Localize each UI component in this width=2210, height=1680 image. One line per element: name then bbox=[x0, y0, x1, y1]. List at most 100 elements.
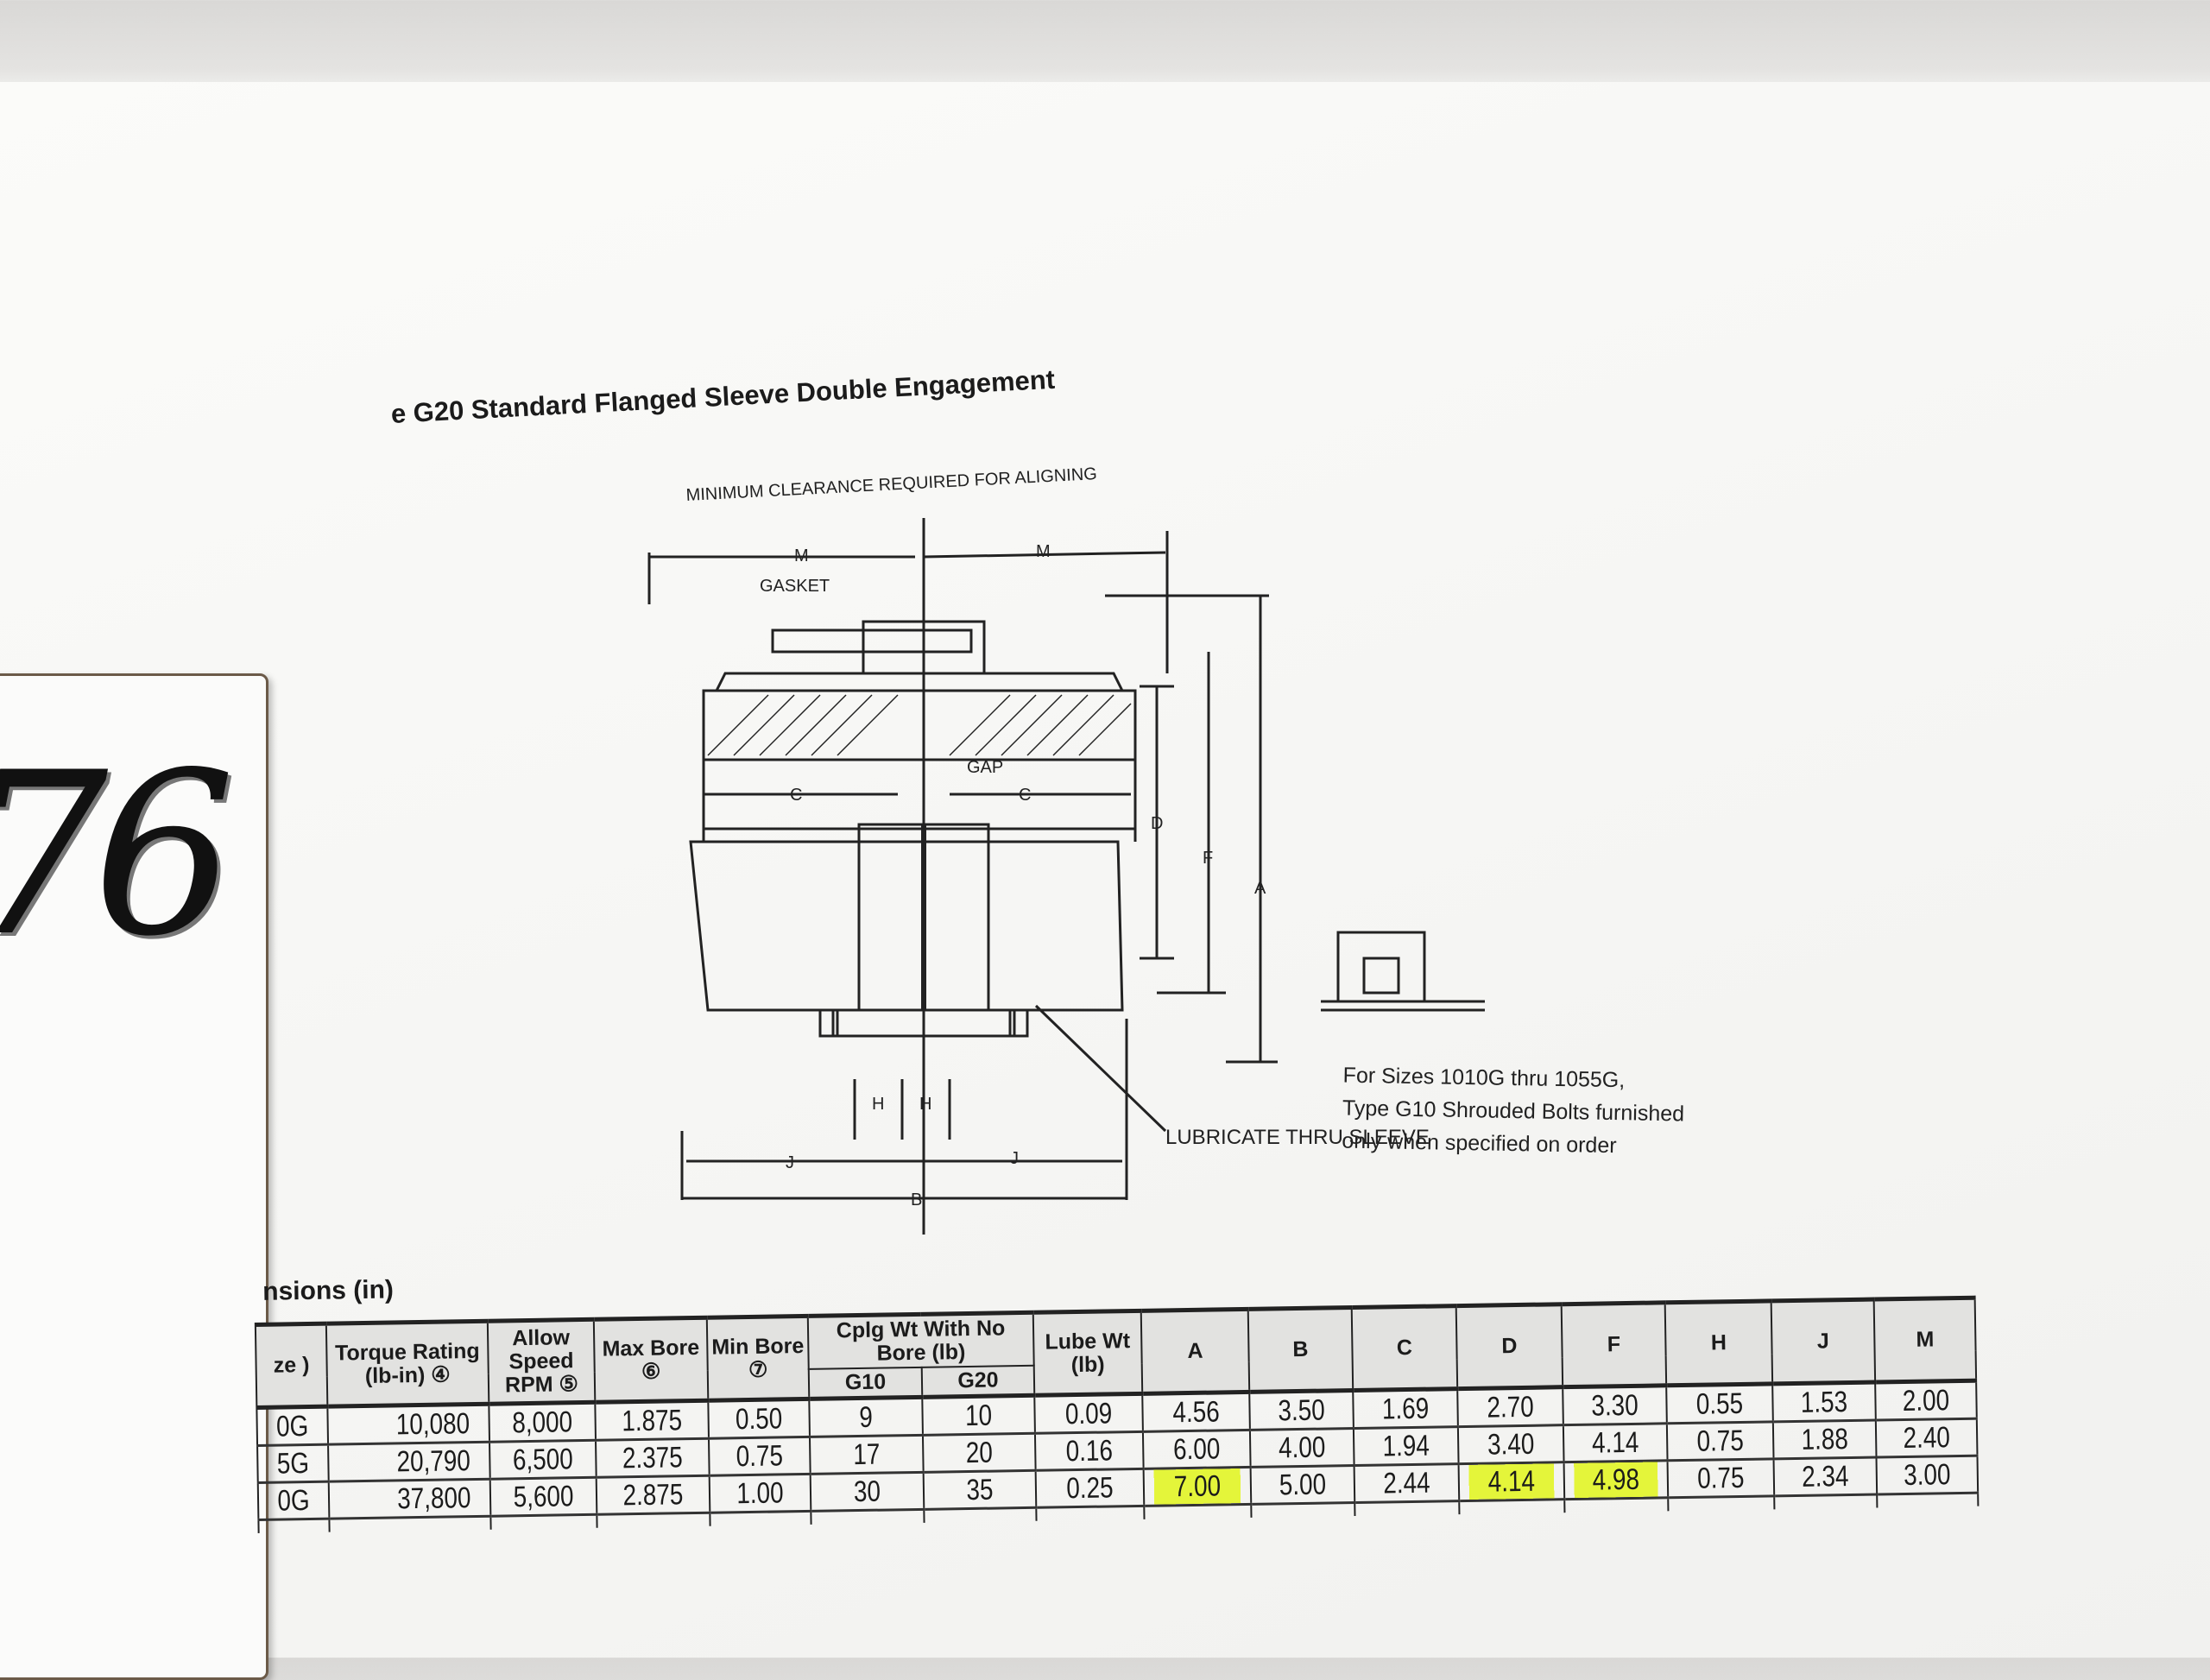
table-cell: 5,600 bbox=[499, 1477, 588, 1517]
coupling-diagram: MINIMUM CLEARANCE REQUIRED FOR ALIGNING … bbox=[647, 464, 1485, 1235]
table-cell: 0.09 bbox=[1044, 1393, 1133, 1434]
table-cell: 1.88 bbox=[1782, 1420, 1867, 1459]
table-cell: 2.44 bbox=[1363, 1463, 1450, 1503]
dim-d: D bbox=[1151, 814, 1163, 833]
table-cell: 20 bbox=[932, 1433, 1026, 1473]
table-cell: 6.00 bbox=[1152, 1430, 1241, 1469]
header-min-bore: Min Bore ⑦ bbox=[706, 1316, 810, 1401]
dim-h-left: H bbox=[872, 1095, 884, 1114]
table-cell bbox=[1045, 1506, 1135, 1521]
dim-a: A bbox=[1254, 879, 1266, 898]
table-cell bbox=[264, 1519, 324, 1533]
dimensions-table-section: nsions (in) ze ) Torque Rating (lb-in) ④… bbox=[254, 1249, 2053, 1533]
header-m: M bbox=[1873, 1298, 1977, 1383]
table-cell: 1.69 bbox=[1362, 1388, 1449, 1429]
table-cell bbox=[1468, 1499, 1556, 1514]
table-cell: 2.34 bbox=[1783, 1457, 1868, 1496]
header-b: B bbox=[1247, 1307, 1354, 1393]
header-g20: G20 bbox=[921, 1365, 1035, 1398]
table-cell: 0.75 bbox=[1676, 1459, 1765, 1498]
table-cell: 0G bbox=[262, 1406, 322, 1446]
table-cell: 10 bbox=[931, 1395, 1026, 1436]
table-cell: 2.40 bbox=[1885, 1418, 1968, 1457]
table-cell: 4.14 bbox=[1572, 1423, 1658, 1462]
dimensions-table: ze ) Torque Rating (lb-in) ④ Allow Speed… bbox=[255, 1296, 1980, 1533]
dim-j-left: J bbox=[786, 1153, 794, 1172]
table-cell: 3.30 bbox=[1571, 1385, 1658, 1425]
table-cell bbox=[1783, 1494, 1868, 1510]
gasket-label: GASKET bbox=[760, 577, 830, 596]
header-size: ze ) bbox=[255, 1323, 328, 1408]
table-cell: 2.875 bbox=[606, 1475, 700, 1515]
clearance-label: MINIMUM CLEARANCE REQUIRED FOR ALIGNING bbox=[685, 464, 1097, 505]
table-cell bbox=[1260, 1502, 1346, 1518]
dim-f: F bbox=[1203, 849, 1213, 868]
header-a: A bbox=[1140, 1309, 1250, 1394]
table-cell: 5G bbox=[263, 1444, 323, 1483]
table-cell: 6,500 bbox=[499, 1440, 587, 1480]
table-cell: 2.70 bbox=[1467, 1386, 1554, 1427]
table-cell: 37,800 bbox=[343, 1479, 477, 1519]
table-cell bbox=[718, 1511, 803, 1526]
header-g10: G10 bbox=[808, 1367, 923, 1399]
dim-m-left: M bbox=[794, 546, 809, 565]
table-cell: 4.98 bbox=[1573, 1460, 1659, 1500]
lubricate-label: LUBRICATE THRU SLEEVE bbox=[1165, 1126, 1430, 1149]
table-cell: 4.00 bbox=[1259, 1428, 1345, 1468]
table-cell: 1.00 bbox=[718, 1474, 802, 1513]
table-cell: 30 bbox=[820, 1472, 914, 1512]
number-card bbox=[0, 673, 268, 1680]
table-cell: 7.00 bbox=[1152, 1467, 1242, 1506]
header-cplg-wt: Cplg Wt With No Bore (lb) bbox=[807, 1312, 1034, 1369]
shrouded-bolt-note: For Sizes 1010G thru 1055G, Type G10 Shr… bbox=[1342, 1059, 1685, 1164]
table-cell bbox=[1574, 1497, 1659, 1513]
header-j: J bbox=[1771, 1299, 1876, 1384]
dim-c-right: C bbox=[1019, 786, 1031, 805]
table-cell: 1.94 bbox=[1362, 1426, 1449, 1466]
table-cell bbox=[1364, 1500, 1450, 1516]
gap-label: GAP bbox=[967, 758, 1003, 777]
table-cell: 4.56 bbox=[1152, 1392, 1241, 1432]
table-cell: 5.00 bbox=[1260, 1465, 1346, 1505]
table-cell bbox=[607, 1513, 700, 1528]
dim-c-left: C bbox=[790, 786, 802, 805]
header-d: D bbox=[1455, 1304, 1563, 1389]
dim-m-right: M bbox=[1036, 542, 1051, 561]
table-cell: 2.375 bbox=[605, 1438, 699, 1478]
table-cell: 10,080 bbox=[342, 1404, 476, 1444]
table-cell: 0.25 bbox=[1045, 1468, 1135, 1508]
table-cell: 35 bbox=[933, 1470, 1026, 1510]
table-cell: 1.53 bbox=[1781, 1382, 1867, 1422]
table-cell bbox=[500, 1514, 588, 1530]
table-cell bbox=[1153, 1504, 1242, 1519]
dim-h-right: H bbox=[919, 1095, 931, 1114]
header-h: H bbox=[1664, 1300, 1773, 1386]
table-cell: 0.55 bbox=[1676, 1384, 1764, 1424]
table-cell: 2.00 bbox=[1884, 1380, 1968, 1420]
card-number: 76 bbox=[0, 725, 236, 986]
header-c: C bbox=[1351, 1305, 1458, 1391]
table-cell: 0.75 bbox=[717, 1437, 802, 1476]
header-torque: Torque Rating (lb-in) ④ bbox=[325, 1321, 489, 1407]
table-cell bbox=[344, 1516, 477, 1532]
table-cell: 0G bbox=[264, 1481, 324, 1520]
header-f: F bbox=[1561, 1302, 1667, 1387]
note-line: only when specified on order bbox=[1342, 1128, 1617, 1159]
dim-j-right: J bbox=[1010, 1149, 1019, 1168]
table-cell: 0.50 bbox=[717, 1399, 801, 1439]
table-cell: 3.50 bbox=[1259, 1390, 1345, 1431]
table-cell bbox=[934, 1507, 1026, 1523]
header-lube-wt: Lube Wt (lb) bbox=[1032, 1311, 1143, 1396]
table-cell bbox=[1677, 1496, 1765, 1512]
table-cell: 3.40 bbox=[1467, 1424, 1555, 1464]
table-cell: 1.875 bbox=[605, 1400, 699, 1441]
table-cell: 9 bbox=[819, 1397, 913, 1437]
table-cell bbox=[1885, 1493, 1969, 1508]
header-max-bore: Max Bore ⑥ bbox=[593, 1317, 709, 1403]
table-cell: 3.00 bbox=[1885, 1456, 1969, 1494]
table-cell: 0.16 bbox=[1045, 1431, 1134, 1471]
dim-b: B bbox=[911, 1191, 922, 1209]
table-cell: 8,000 bbox=[498, 1402, 586, 1443]
header-speed: Allow Speed RPM ⑤ bbox=[487, 1319, 596, 1405]
table-cell bbox=[821, 1509, 914, 1525]
